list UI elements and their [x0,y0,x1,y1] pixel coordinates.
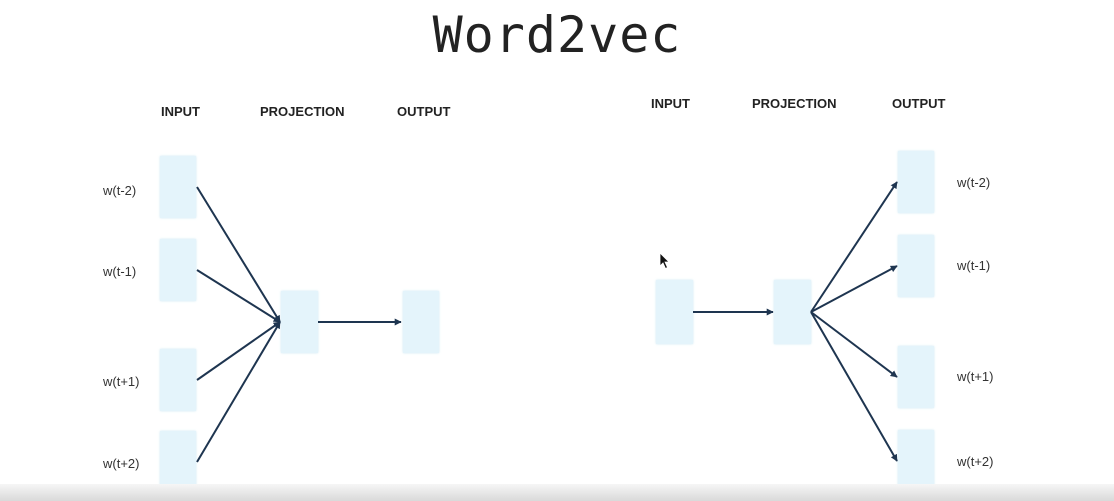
video-bottom-bar [0,484,1114,501]
skipgram-projection-node [774,280,811,344]
skipgram-output-node [898,235,934,297]
cbow-input-node [160,239,196,301]
cbow-projection-label: PROJECTION [260,104,345,119]
skipgram-arrow [810,181,898,313]
cbow-arrow [196,321,281,463]
skipgram-output-label: OUTPUT [892,96,946,111]
cbow-input-label: INPUT [161,104,200,119]
cbow-arrow [196,186,281,323]
page-title: Word2vec [432,6,682,64]
skipgram-output-node [898,346,934,408]
skipgram-input-label: INPUT [651,96,690,111]
skipgram-arrow [810,311,898,378]
skipgram-output-node [898,430,934,492]
cbow-word-label: w(t-1) [103,264,137,279]
cbow-output-node [403,291,439,353]
cbow-input-node [160,156,196,218]
cbow-output-label: OUTPUT [397,104,451,119]
skipgram-projection-label: PROJECTION [752,96,837,111]
cbow-word-label: w(t+2) [103,456,140,471]
cbow-arrow [196,269,281,323]
skipgram-arrow [810,311,898,462]
cbow-word-label: w(t-2) [103,183,137,198]
cbow-projection-node [281,291,318,353]
skipgram-word-label: w(t+1) [957,369,994,384]
mouse-cursor-icon [659,252,670,270]
skipgram-output-node [898,151,934,213]
skipgram-arrow [810,265,898,313]
skipgram-word-label: w(t-2) [957,175,991,190]
cbow-input-node [160,349,196,411]
skipgram-word-label: w(t-1) [957,258,991,273]
skipgram-word-label: w(t+2) [957,454,994,469]
cbow-word-label: w(t+1) [103,374,140,389]
cbow-arrow [196,321,281,381]
cbow-input-node [160,431,196,493]
skipgram-input-node [656,280,693,344]
